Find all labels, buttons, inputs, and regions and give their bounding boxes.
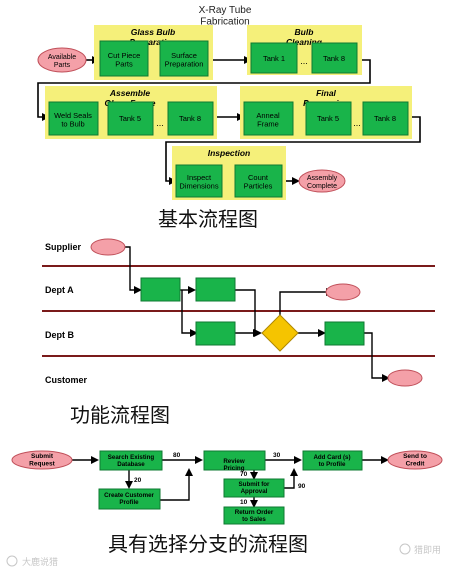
dept-b-decision-diamond bbox=[261, 314, 299, 352]
branch-label-10: 10 bbox=[240, 499, 248, 506]
ellipsis-final: ... bbox=[353, 118, 361, 128]
review-pricing-box bbox=[203, 450, 266, 471]
step-label-tank-8-assemble: Tank 8 bbox=[179, 114, 201, 123]
start-oval-available-parts bbox=[37, 47, 87, 73]
step-box-tank-8-assemble bbox=[167, 101, 214, 136]
add-card-label: Add Card (s)to Profile bbox=[313, 454, 350, 468]
ellipsis-bulb-cleaning: ... bbox=[300, 56, 308, 66]
step-box-tank-5-assemble bbox=[107, 101, 154, 136]
customer-end-oval bbox=[387, 369, 423, 387]
step-box-cut-piece-parts bbox=[99, 40, 149, 77]
watermark-left-text: 大鹿说猎 bbox=[22, 556, 58, 568]
lane-label-supplier: Supplier bbox=[45, 242, 82, 252]
group-title-inspection: Inspection bbox=[208, 148, 251, 158]
step-box-weld-seals bbox=[48, 101, 99, 136]
step-box-anneal-frame bbox=[243, 101, 294, 136]
watermark-right-text: 猎即用 bbox=[414, 544, 441, 556]
step-box-surface-preparation bbox=[159, 40, 209, 77]
step-label-tank-8-cleaning: Tank 8 bbox=[323, 54, 345, 63]
add-card-box bbox=[302, 450, 363, 471]
dept-a-process-box-2 bbox=[195, 277, 236, 302]
end-oval-assembly-complete bbox=[298, 169, 346, 193]
ellipsis-assemble: ... bbox=[156, 118, 164, 128]
dept-a-process-box-1 bbox=[140, 277, 181, 302]
step-label-tank-5-final: Tank 5 bbox=[317, 114, 339, 123]
branch-label-90: 90 bbox=[298, 483, 306, 490]
send-to-credit-oval bbox=[387, 450, 443, 470]
branch-label-30: 30 bbox=[273, 452, 281, 459]
dept-b-process-box-2 bbox=[324, 321, 365, 346]
step-box-tank-8-cleaning bbox=[311, 42, 358, 74]
step-box-tank-8-final bbox=[362, 101, 409, 136]
branch-label-80: 80 bbox=[173, 452, 181, 459]
step-label-tank-5-assemble: Tank 5 bbox=[119, 114, 141, 123]
swimlane-dividers bbox=[42, 265, 435, 357]
watermark-left-icon bbox=[6, 555, 18, 567]
return-order-box bbox=[223, 506, 285, 525]
search-database-box bbox=[99, 450, 163, 471]
submit-request-oval bbox=[11, 450, 73, 470]
dept-a-end-oval bbox=[325, 283, 361, 301]
step-box-count-particles bbox=[234, 164, 283, 198]
submit-for-approval-box bbox=[223, 478, 285, 498]
caption-branching-flowchart: 具有选择分支的流程图 bbox=[108, 532, 308, 556]
diagram2-connectors bbox=[125, 246, 390, 382]
watermarks: 大鹿说猎 猎即用 bbox=[6, 543, 441, 568]
branch-label-20: 20 bbox=[134, 477, 142, 484]
step-box-inspect-dimensions bbox=[175, 164, 223, 198]
watermark-right-icon bbox=[399, 543, 411, 555]
branch-label-70: 70 bbox=[240, 471, 248, 478]
diagram1-step-boxes bbox=[48, 40, 409, 198]
step-label-tank-8-final: Tank 8 bbox=[374, 114, 396, 123]
caption-functional-flowchart: 功能流程图 bbox=[70, 403, 170, 427]
step-label-tank-1: Tank 1 bbox=[263, 54, 285, 63]
step-box-tank-1 bbox=[250, 42, 298, 74]
step-box-tank-5-final bbox=[305, 101, 352, 136]
create-customer-profile-box bbox=[98, 488, 161, 510]
lane-label-dept-b: Dept B bbox=[45, 330, 75, 340]
supplier-start-oval bbox=[90, 238, 126, 256]
dept-b-process-box-1 bbox=[195, 321, 236, 346]
caption-basic-flowchart: 基本流程图 bbox=[158, 207, 258, 231]
lane-label-customer: Customer bbox=[45, 375, 88, 385]
diagram3-connectors bbox=[72, 456, 389, 508]
lane-label-dept-a: Dept A bbox=[45, 285, 74, 295]
